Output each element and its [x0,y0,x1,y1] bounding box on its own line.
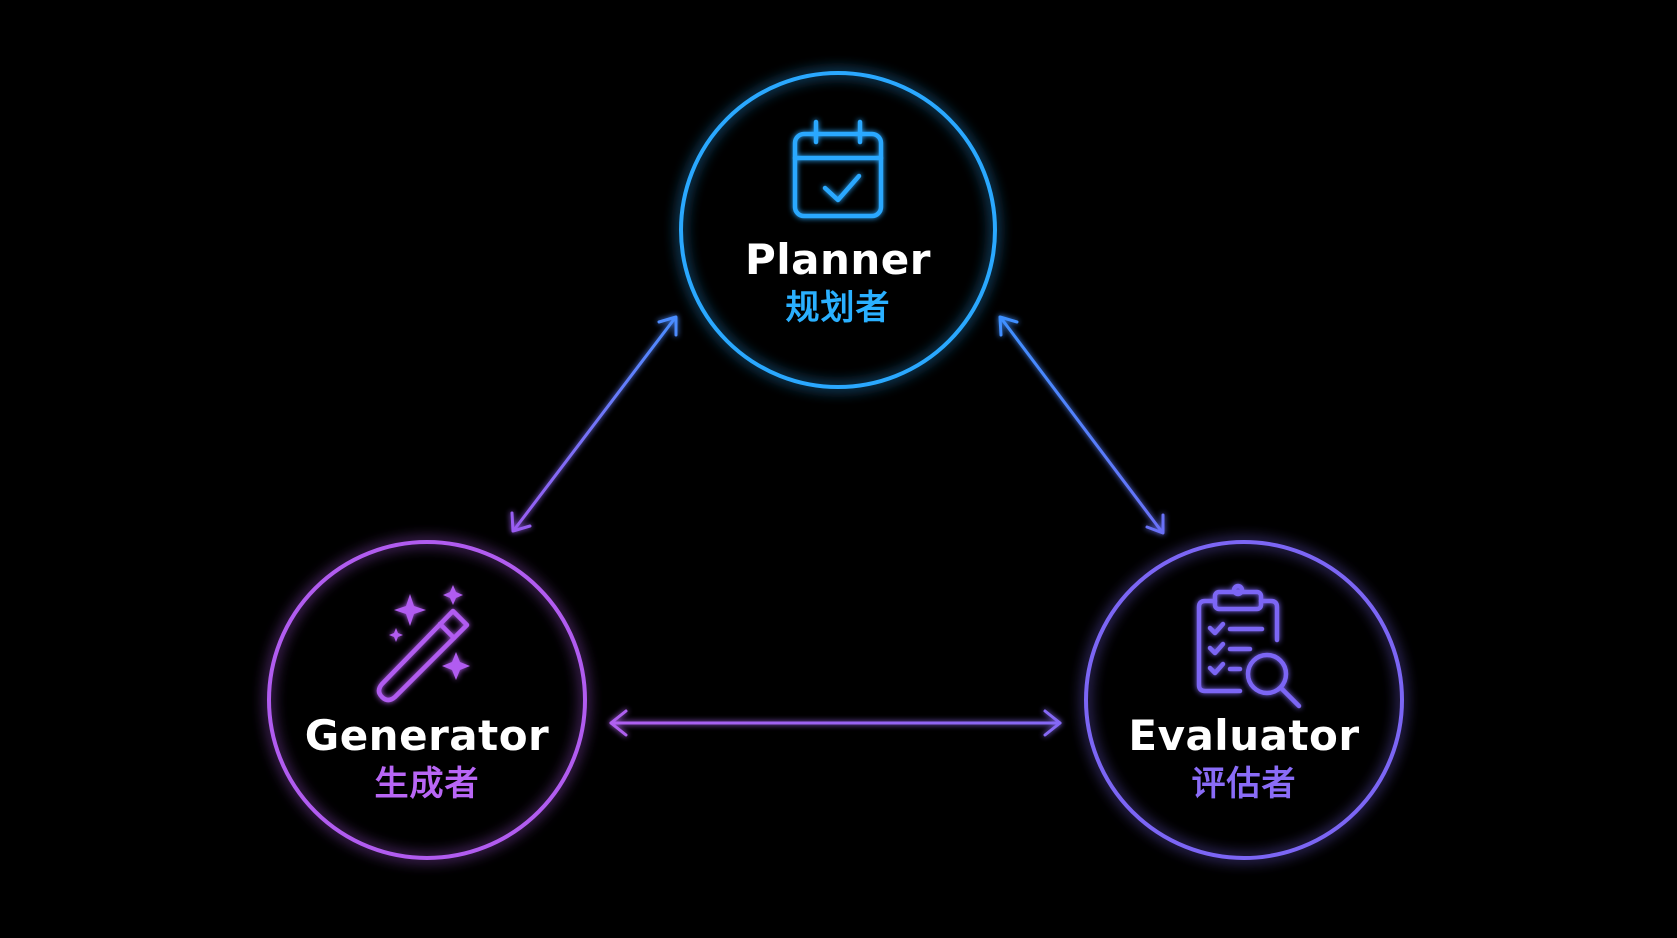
evaluator-node-circle[interactable] [1084,540,1404,860]
planner-node-circle[interactable] [679,71,997,389]
magic-wand-sparkles-icon [376,585,470,703]
planner-title: Planner [744,235,932,284]
edge-generator-evaluator [609,709,1062,737]
evaluator-subtitle: 评估者 [1191,764,1297,804]
generator-node-circle[interactable] [267,540,587,860]
evaluator-title: Evaluator [1128,711,1360,760]
calendar-check-icon [792,119,884,219]
clipboard-search-icon [1196,583,1302,709]
generator-title: Generator [304,711,550,760]
planner-subtitle: 规划者 [785,288,891,328]
edge-planner-evaluator [998,315,1165,535]
evaluator-node[interactable]: Evaluator 评估者 [1114,710,1374,806]
generator-node[interactable]: Generator 生成者 [297,710,557,806]
planner-node[interactable]: Planner 规划者 [708,234,968,330]
edge-planner-generator [510,315,678,533]
generator-subtitle: 生成者 [374,764,480,804]
